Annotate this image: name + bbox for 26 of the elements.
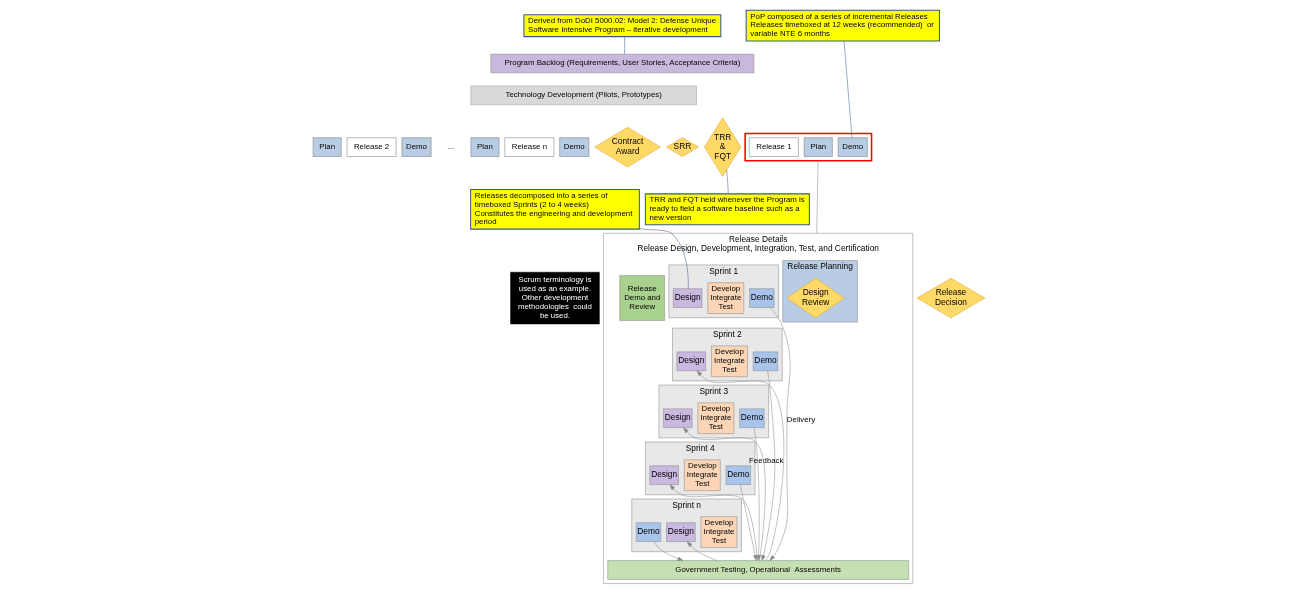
node-box: Demo [725,465,751,485]
node-box: Demo [738,408,764,428]
connector [638,228,689,289]
node-box: Demo [748,288,774,308]
arrow [669,484,758,561]
node-box: Demo [752,351,778,371]
arrow [686,541,717,561]
connector [623,36,625,55]
node-diamond: TRR & FQT [703,117,741,177]
node-diamond: Design Review [786,277,845,319]
node-diamond: SRR [665,137,699,157]
connector [816,160,818,234]
node-box: Design [676,351,706,371]
connector [725,169,729,195]
node-box: Design [649,465,679,485]
arrow [739,484,757,561]
arrow [761,370,775,561]
arrow [652,541,683,561]
cluster [743,132,872,162]
node-box: Demo [635,522,661,542]
node-diamond: Contract Award [593,127,661,168]
node-box: Design [662,408,692,428]
node-diamond: Release Decision [916,277,985,319]
arrow [769,307,790,561]
node-box: Design [665,522,695,542]
node-box: Design [672,288,702,308]
